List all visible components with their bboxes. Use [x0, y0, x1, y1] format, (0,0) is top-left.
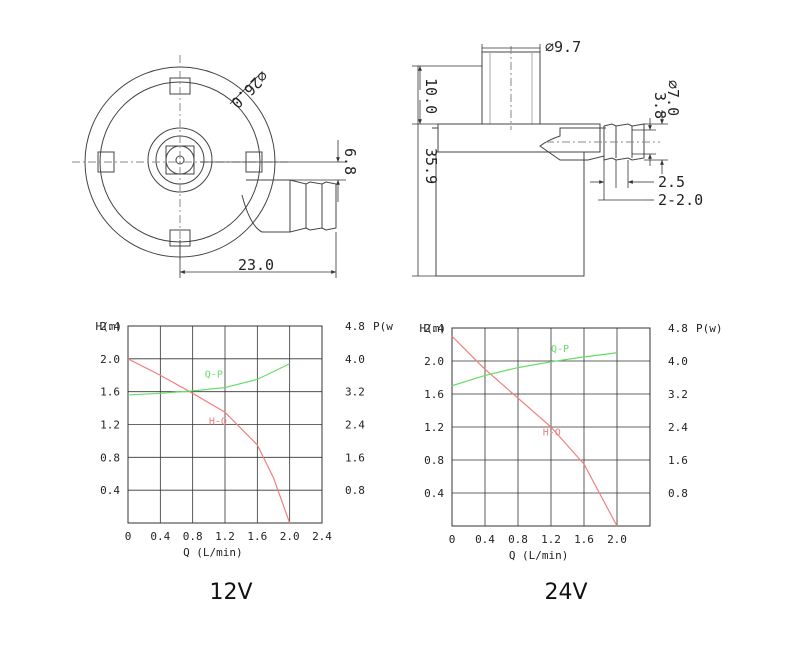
x-tick-label: 2.0: [280, 530, 300, 543]
top-view-dimensions: [179, 71, 346, 278]
outlet-inner-label: 3.8: [651, 92, 669, 119]
y-left-tick-label: 0.4: [100, 484, 120, 497]
outlet-elbow: [241, 179, 290, 233]
chart-24v: 0 0.4 0.8 1.2 1.6 2.0 0.4 0.8 1.2 1.6 2.0 2.4 0.8 1.6…: [420, 322, 723, 562]
y-right-tick-label: 1.6: [345, 451, 365, 464]
series-label-h-q: H-Q: [543, 427, 561, 438]
chart-12v-caption: 12V: [209, 580, 253, 605]
y-left-tick-label: 0.8: [424, 454, 444, 467]
series-label-q-p: Q-P: [205, 370, 223, 381]
pump-body: [435, 151, 585, 277]
outlet-dim-b-label: 2-2.0: [658, 191, 703, 209]
y-right-tick-label: 1.6: [668, 454, 688, 467]
top-diameter-label: ⌀26.0: [227, 67, 272, 112]
x-tick-label: 0.8: [508, 533, 528, 546]
y-right-tick-label: 4.8: [345, 320, 365, 333]
side-total-height-label: 35.9: [422, 148, 440, 184]
outlet-diameter-label: ⌀7.0: [664, 80, 682, 116]
y-left-tick-label: 0.4: [424, 487, 444, 500]
top-height-label: 6.8: [341, 148, 359, 175]
y-right-tick-label: 2.4: [345, 419, 365, 432]
top-view: [72, 55, 337, 262]
y-left-axis-title: H(m): [420, 322, 447, 335]
clip-tab-left: [97, 151, 115, 173]
x-tick-label: 0.4: [475, 533, 495, 546]
y-left-tick-label: 1.6: [424, 388, 444, 401]
x-tick-label: 0: [449, 533, 456, 546]
side-view-dimensions: [412, 44, 668, 277]
series-label-q-p: Q-P: [551, 344, 569, 355]
y-right-tick-label: 4.0: [345, 353, 365, 366]
x-tick-label: 1.2: [541, 533, 561, 546]
x-tick-label: 0: [125, 530, 132, 543]
y-right-tick-label: 0.8: [668, 487, 688, 500]
top-width-label: 23.0: [238, 256, 274, 274]
y-right-tick-label: 4.8: [668, 322, 688, 335]
x-tick-label: 0.8: [183, 530, 203, 543]
side-top-height-label: 10.0: [422, 78, 440, 114]
x-tick-label: 0.4: [150, 530, 170, 543]
y-left-tick-label: 1.2: [100, 419, 120, 432]
y-left-axis-title: H(m): [96, 320, 123, 333]
y-left-tick-label: 0.8: [100, 451, 120, 464]
y-left-tick-label: 1.6: [100, 386, 120, 399]
y-left-tick-label: 2.4: [100, 320, 120, 333]
series-line-q-p: [451, 352, 618, 387]
y-right-tick-label: 4.0: [668, 355, 688, 368]
y-left-tick-label: 2.0: [424, 355, 444, 368]
y-right-tick-label: 0.8: [345, 484, 365, 497]
y-right-tick-label: 2.4: [668, 421, 688, 434]
side-outlet: [539, 127, 605, 161]
x-tick-label: 2.0: [607, 533, 627, 546]
series-label-h-q: H-Q: [209, 417, 227, 428]
chart-24v-caption: 24V: [544, 580, 588, 605]
x-tick-label: 2.4: [312, 530, 332, 543]
x-tick-label: 1.6: [574, 533, 594, 546]
y-left-tick-label: 2.4: [424, 322, 444, 335]
y-right-axis-title: P(w: [373, 320, 393, 333]
y-right-tick-label: 3.2: [345, 386, 365, 399]
x-axis-title: Q (L/min): [509, 549, 569, 562]
y-left-tick-label: 2.0: [100, 353, 120, 366]
series-line-h-q: [451, 335, 618, 527]
chart-12v: 0 0.4 0.8 1.2 1.6 2.0 2.4 0.4 0.8 1.2 1.6 2.0 2.4 0.8…: [96, 320, 394, 559]
x-tick-label: 1.6: [247, 530, 267, 543]
side-top-diameter-label: ⌀9.7: [545, 38, 581, 56]
series-line-h-q: [127, 358, 291, 524]
x-tick-label: 1.2: [215, 530, 235, 543]
outlet-hose-barb: [289, 179, 337, 233]
x-axis-title: Q (L/min): [183, 546, 243, 559]
y-right-tick-label: 3.2: [668, 388, 688, 401]
side-view: [432, 46, 660, 277]
inlet-ring-mid: [155, 135, 205, 185]
inlet-ring-outer: [147, 127, 213, 193]
outlet-dim-a-label: 2.5: [658, 173, 685, 191]
y-left-tick-label: 1.2: [424, 421, 444, 434]
pump-cap: [437, 123, 601, 153]
y-right-axis-title: P(w): [696, 322, 723, 335]
series-line-q-p: [127, 363, 290, 396]
